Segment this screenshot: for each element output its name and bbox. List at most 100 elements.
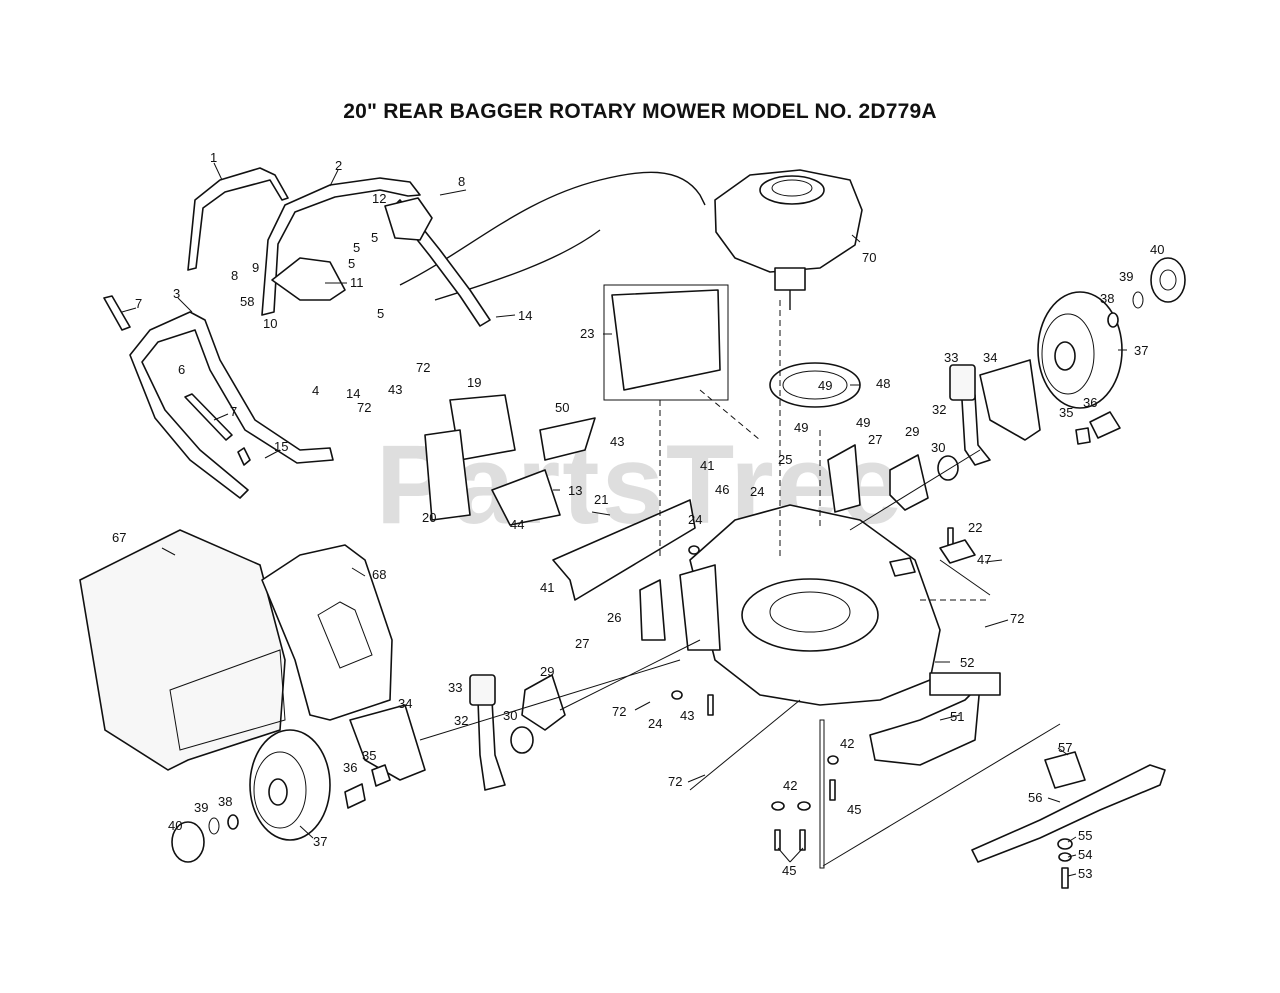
part-label-45-2: 45 <box>782 863 796 878</box>
part-label-22: 22 <box>968 520 982 535</box>
part-label-35-2: 35 <box>362 748 376 763</box>
panel-23-frame <box>603 284 729 401</box>
upper-handle-2 <box>261 177 421 316</box>
bushing-30-right <box>937 455 959 481</box>
part-label-7-2: 7 <box>230 404 237 419</box>
part-label-43-3: 43 <box>680 708 694 723</box>
axle-bolt-36-right <box>1089 411 1121 439</box>
part-label-27-2: 27 <box>575 636 589 651</box>
bracket-25 <box>827 444 861 513</box>
part-label-5: 5 <box>371 230 378 245</box>
mower-deck <box>679 504 941 706</box>
part-label-30-2: 30 <box>503 708 517 723</box>
control-box-12 <box>384 197 433 241</box>
part-label-11: 11 <box>350 275 364 290</box>
part-label-41-2: 41 <box>540 580 554 595</box>
throttle-cable <box>399 171 706 286</box>
part-label-10: 10 <box>263 316 277 331</box>
part-label-36: 36 <box>1083 395 1097 410</box>
part-label-67: 67 <box>112 530 126 545</box>
part-label-14-2: 14 <box>346 386 360 401</box>
part-label-36-2: 36 <box>343 760 357 775</box>
part-label-32: 32 <box>932 402 946 417</box>
part-label-56: 56 <box>1028 790 1042 805</box>
part-label-4: 4 <box>312 383 319 398</box>
part-label-72-4: 72 <box>612 704 626 719</box>
part-label-26: 26 <box>607 610 621 625</box>
part-label-42: 42 <box>840 736 854 751</box>
part-label-45: 45 <box>847 802 861 817</box>
grip-33-left <box>469 674 496 706</box>
part-label-32-2: 32 <box>454 713 468 728</box>
part-label-19: 19 <box>467 375 481 390</box>
part-label-34: 34 <box>983 350 997 365</box>
plate-52 <box>929 672 1001 696</box>
part-label-47: 47 <box>977 552 991 567</box>
lower-handle-3 <box>129 311 334 499</box>
bracket-34-right <box>979 359 1041 441</box>
part-label-42-2: 42 <box>783 778 797 793</box>
spacer-35-left <box>371 764 391 787</box>
hubcap-40-left <box>171 821 205 863</box>
control-box-9 <box>271 257 346 301</box>
plate-51 <box>869 684 981 766</box>
part-label-37-2: 37 <box>313 834 327 849</box>
part-label-7: 7 <box>135 296 142 311</box>
part-label-39: 39 <box>1119 269 1133 284</box>
part-label-53: 53 <box>1078 866 1092 881</box>
adapter-57 <box>1044 751 1086 789</box>
part-label-72-2: 72 <box>357 400 371 415</box>
washer-38-right <box>1107 312 1119 328</box>
part-label-49-3: 49 <box>856 415 870 430</box>
bushing-30-left <box>510 726 534 754</box>
part-label-44: 44 <box>510 517 524 532</box>
part-label-24: 24 <box>750 484 764 499</box>
part-label-13: 13 <box>568 483 582 498</box>
bracket-34-left <box>349 704 426 781</box>
part-label-30: 30 <box>931 440 945 455</box>
part-label-8-2: 8 <box>231 268 238 283</box>
engine-70 <box>714 169 863 310</box>
part-label-72-5: 72 <box>668 774 682 789</box>
ring-39-left <box>208 817 220 835</box>
part-label-52: 52 <box>960 655 974 670</box>
part-label-2: 2 <box>335 158 342 173</box>
part-label-51: 51 <box>950 709 964 724</box>
grass-bag-67 <box>79 529 286 771</box>
fasteners <box>103 295 1073 889</box>
part-label-37: 37 <box>1134 343 1148 358</box>
part-label-34-2: 34 <box>398 696 412 711</box>
part-label-40: 40 <box>1150 242 1164 257</box>
part-label-68: 68 <box>372 567 386 582</box>
part-label-14: 14 <box>518 308 532 323</box>
part-label-49-2: 49 <box>794 420 808 435</box>
part-label-54: 54 <box>1078 847 1092 862</box>
part-label-21: 21 <box>594 492 608 507</box>
wheel-37-right <box>1037 291 1123 409</box>
wheel-37-left <box>249 729 331 841</box>
part-label-3: 3 <box>173 286 180 301</box>
part-label-72-3: 72 <box>1010 611 1024 626</box>
door-50 <box>539 417 596 461</box>
chute-44 <box>491 469 561 526</box>
washer-38-left <box>227 814 239 830</box>
lever-32-right <box>961 394 991 466</box>
adjuster-plate-29-right <box>889 454 929 511</box>
part-label-5-2: 5 <box>353 240 360 255</box>
part-label-43: 43 <box>388 382 402 397</box>
part-label-57: 57 <box>1058 740 1072 755</box>
upper-handle-1 <box>187 167 289 271</box>
leaders <box>121 162 1127 877</box>
part-label-33-2: 33 <box>448 680 462 695</box>
part-label-6: 6 <box>178 362 185 377</box>
part-label-5-3: 5 <box>348 256 355 271</box>
part-label-25: 25 <box>778 452 792 467</box>
part-label-40-2: 40 <box>168 818 182 833</box>
part-label-38: 38 <box>1100 291 1114 306</box>
part-label-41: 41 <box>700 458 714 473</box>
part-label-24-3: 24 <box>648 716 662 731</box>
hubcap-40-right <box>1150 257 1186 303</box>
part-number-labels: 1234555567788910111213141415192021222324… <box>112 150 1164 881</box>
baffle-21 <box>552 499 696 601</box>
